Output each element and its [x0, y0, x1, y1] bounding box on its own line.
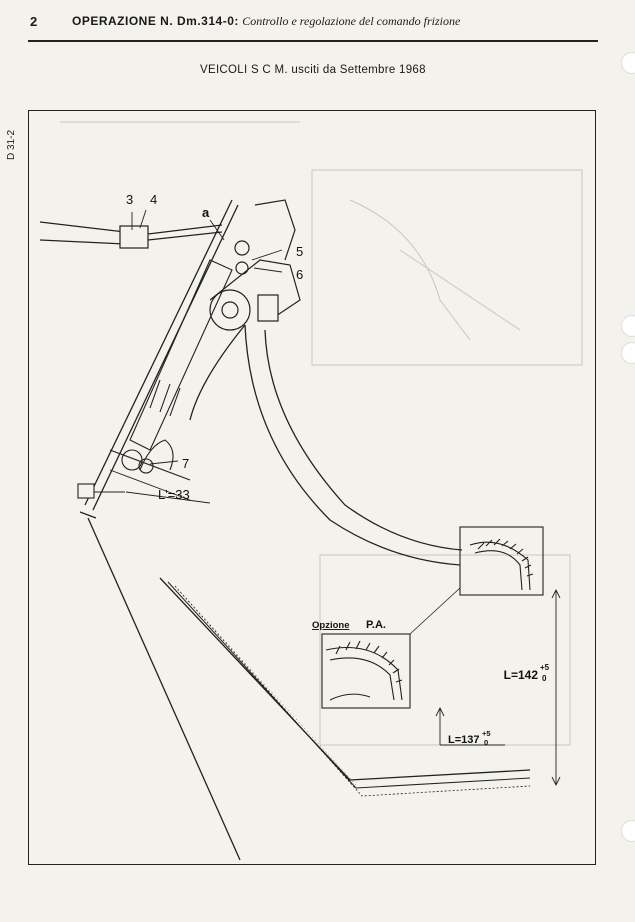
binder-hole-middle: [621, 342, 635, 364]
callout-5: 5: [296, 244, 303, 259]
binder-hole-bottom: [621, 820, 635, 842]
callout-7: 7: [182, 456, 189, 471]
vehicle-subheader: VEICOLI S C M. usciti da Settembre 1968: [200, 64, 426, 76]
show-through-ghost: [60, 121, 583, 746]
binder-hole-top: [621, 52, 635, 74]
option-pa-label: P.A.: [366, 619, 386, 631]
callout-4: 4: [150, 192, 157, 207]
pedal-pivot: [209, 199, 301, 331]
dimension-l137: L=137: [448, 734, 480, 746]
header-rule: [28, 40, 598, 42]
dimension-l142-tol-minus: 0: [542, 674, 547, 683]
callout-3: 3: [126, 192, 133, 207]
dimension-l137-tol-plus: +5: [482, 729, 491, 738]
dimension-l137-tol-minus: 0: [484, 738, 488, 747]
pedal-arm: [189, 324, 463, 566]
binder-hole-upper: [621, 315, 635, 337]
clutch-cable: [39, 221, 223, 249]
dimension-l142-tol-plus: +5: [540, 663, 550, 672]
floor-panel: [87, 517, 531, 861]
operation-code: OPERAZIONE N. Dm.314-0:: [72, 14, 239, 28]
firewall-plate: [79, 199, 239, 519]
figure-frame: [28, 110, 596, 865]
callout-a: a: [202, 205, 210, 220]
spring-assembly: [77, 259, 233, 499]
option-label: Opzione: [312, 620, 349, 631]
dimension-lines: [109, 209, 561, 787]
dimension-l142: L=142: [504, 668, 539, 682]
page-number: 2: [30, 14, 38, 29]
option-pa-detail: [321, 587, 461, 709]
dimension-l33: L'=33: [158, 487, 190, 502]
operation-subtitle: Controllo e regolazione del comando friz…: [242, 14, 461, 28]
pedal-pad-detail: [459, 526, 544, 596]
page-title: OPERAZIONE N. Dm.314-0: Controllo e rego…: [72, 14, 460, 29]
callout-6: 6: [296, 267, 303, 282]
